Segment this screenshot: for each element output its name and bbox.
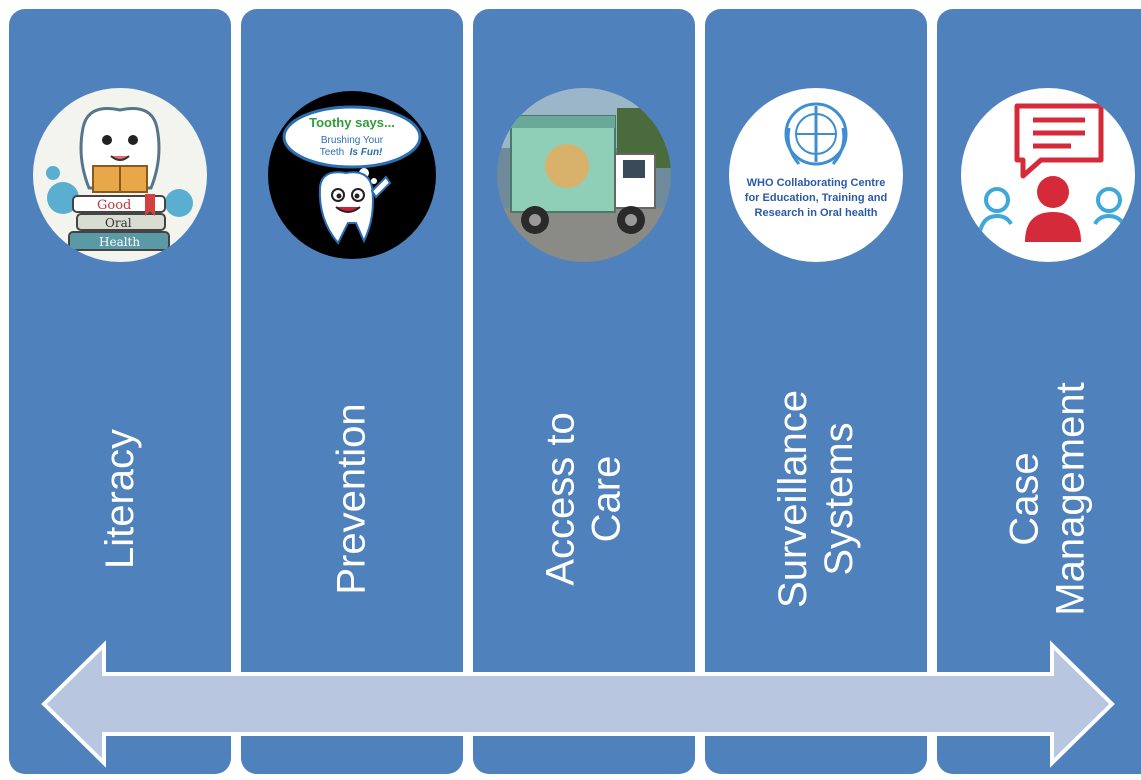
- toothy-mascot-icon: Toothy says... Brushing Your Teeth Is Fu…: [265, 88, 439, 262]
- people-speech-bubble-icon: [961, 88, 1135, 262]
- literacy-image-text-good: Good: [97, 198, 131, 213]
- who-logo-icon: WHO Collaborating Centre for Education, …: [729, 88, 903, 262]
- prevention-image-text-fun: Is Fun!: [350, 147, 383, 158]
- column-surveillance-systems: WHO Collaborating Centre for Education, …: [705, 9, 927, 774]
- tooth-reading-book-icon: Good Oral Health: [33, 88, 207, 262]
- prevention-image-text-toothy: Toothy says...: [309, 115, 395, 130]
- literacy-image-text-oral: Oral: [105, 216, 132, 230]
- column-prevention: Toothy says... Brushing Your Teeth Is Fu…: [241, 9, 463, 774]
- column-literacy: Good Oral Health Literacy: [9, 9, 231, 774]
- who-image-text-line1: WHO Collaborating Centre: [747, 177, 886, 189]
- prevention-image-text-brushing: Brushing Your: [321, 135, 384, 146]
- column-access-to-care: Access to Care: [473, 9, 695, 774]
- who-image-text-line2: for Education, Training and: [745, 192, 887, 204]
- column-case-management: Case Management: [937, 9, 1141, 774]
- prevention-image-text-teeth: Teeth: [320, 147, 344, 158]
- mobile-dental-truck-photo: [497, 88, 671, 262]
- literacy-image-text-health: Health: [99, 235, 140, 249]
- who-image-text-line3: Research in Oral health: [755, 207, 878, 219]
